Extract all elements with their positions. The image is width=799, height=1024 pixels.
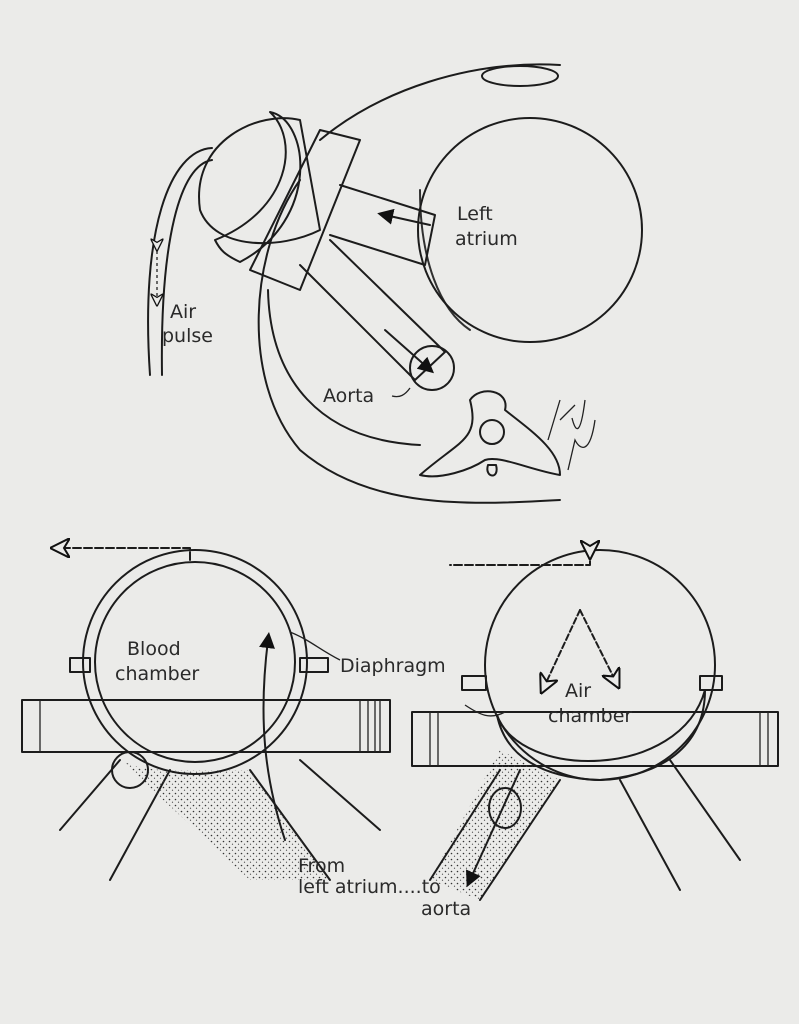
label-atrium: atrium	[455, 228, 518, 250]
label-pulse: pulse	[162, 325, 213, 347]
top-figure: Left atrium Air pulse Aorta	[147, 63, 643, 504]
vertebra	[419, 390, 561, 478]
label-left: Left	[457, 203, 493, 225]
label-chamber: chamber	[115, 663, 199, 685]
pump-dome	[198, 117, 321, 245]
body-outline	[319, 63, 561, 141]
aorta-vessel	[409, 345, 455, 391]
label-air: Air	[170, 301, 196, 323]
artist-signature	[547, 399, 596, 471]
label-aorta: Aorta	[323, 385, 374, 407]
label-blood: Blood	[127, 638, 181, 660]
heart-outline	[417, 117, 643, 343]
label-air-chamber-2: chamber	[548, 705, 632, 727]
air-chamber-figure: Air chamber	[411, 550, 779, 901]
caption-left-atrium-to: left atrium....to	[298, 876, 441, 898]
caption-aorta: aorta	[421, 898, 471, 920]
label-air-chamber-1: Air	[565, 680, 591, 702]
label-diaphragm: Diaphragm	[340, 655, 446, 677]
blood-chamber-figure: Blood chamber Diaphragm	[21, 548, 446, 881]
caption-from: From	[298, 855, 345, 877]
flow-caption: From left atrium....to aorta	[298, 855, 471, 920]
